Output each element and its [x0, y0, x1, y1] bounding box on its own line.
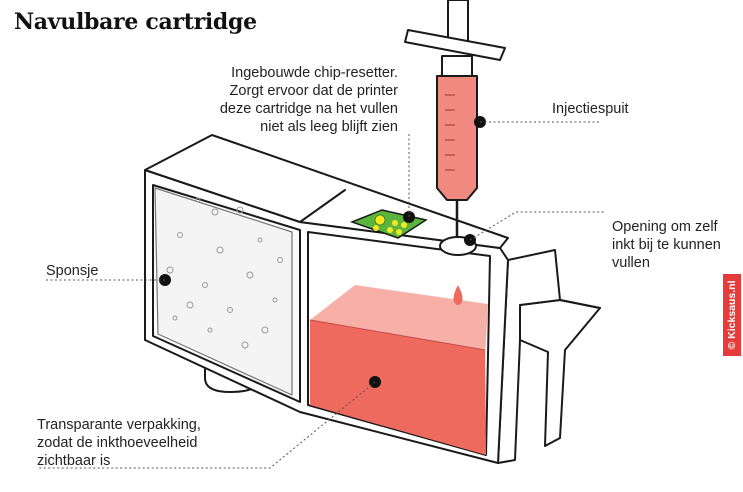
packaging-label: Transparante verpakking, zodat de inktho…: [37, 416, 201, 470]
label-line: zodat de inkthoeveelheid: [37, 435, 198, 451]
label-line: niet als leeg blijft zien: [260, 119, 398, 135]
label-line: vullen: [612, 255, 650, 271]
label-line: Zorgt ervoor dat de printer: [229, 83, 398, 99]
sponge-pores: [166, 197, 283, 349]
leader-opening: [469, 211, 605, 241]
sponge-label: Sponsje: [46, 263, 99, 279]
syringe-scale: [445, 94, 455, 171]
chip-resetter-label: Ingebouwde chip-resetter. Zorgt ervoor d…: [168, 64, 398, 136]
label-line: inkt bij te kunnen: [612, 237, 721, 253]
label-line: zichtbaar is: [37, 453, 111, 469]
cartridge-end-cap: [497, 249, 561, 464]
ink-fill: [310, 320, 486, 455]
ink-drop: [453, 285, 463, 305]
opening-label: Opening om zelf inkt bij te kunnen vulle…: [612, 218, 721, 272]
syringe: [404, 0, 506, 238]
page-title: Navulbare cartridge: [14, 9, 257, 35]
label-line: Ingebouwde chip-resetter.: [231, 65, 398, 81]
cartridge-clip: [519, 299, 601, 447]
credit-badge: © Kicksaus.nl: [723, 274, 741, 356]
credit-text: © Kicksaus.nl: [726, 280, 738, 350]
label-line: Transparante verpakking,: [37, 417, 201, 433]
label-line: Opening om zelf: [612, 219, 718, 235]
syringe-label: Injectiespuit: [552, 101, 629, 117]
label-line: deze cartridge na het vullen: [219, 101, 398, 117]
leader-packaging: [37, 381, 376, 469]
ink-top: [310, 285, 488, 358]
